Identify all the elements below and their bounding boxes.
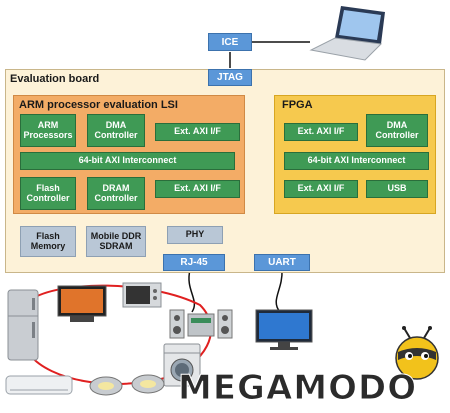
tv-icon (57, 285, 107, 322)
flash-memory-block: Flash Memory (20, 226, 76, 257)
laptop-icon (309, 6, 385, 61)
ice-block: ICE (208, 33, 252, 51)
flash-controller-block: Flash Controller (20, 177, 76, 210)
mobile-ddr-sdram-block: Mobile DDR SDRAM (86, 226, 146, 257)
lsi-title: ARM processor evaluation LSI (19, 99, 178, 111)
monitor-icon (255, 309, 313, 350)
watermark-text: MEGAMODO (177, 368, 418, 409)
washing-machine-icon (163, 343, 201, 387)
microwave-icon (122, 282, 162, 308)
board-title: Evaluation board (10, 73, 100, 85)
fpga-ext-axi-bottom-block: Ext. AXI I/F (284, 180, 358, 198)
fpga-title: FPGA (282, 99, 313, 111)
fpga-interconnect-block: 64-bit AXI Interconnect (284, 152, 429, 170)
rj45-block: RJ-45 (163, 254, 225, 271)
jtag-block: JTAG (208, 69, 252, 86)
phy-block: PHY (167, 226, 223, 244)
lsi-ext-axi-bottom-block: Ext. AXI I/F (155, 180, 240, 198)
audio-system-icon (169, 309, 233, 339)
bee-mascot-icon (395, 326, 439, 380)
uart-block: UART (254, 254, 310, 271)
fpga-ext-axi-top-block: Ext. AXI I/F (284, 123, 358, 141)
ceiling-light-icon (89, 374, 165, 396)
usb-block: USB (366, 180, 428, 198)
refrigerator-icon (7, 289, 39, 361)
lsi-ext-axi-top-block: Ext. AXI I/F (155, 123, 240, 141)
lsi-interconnect-block: 64-bit AXI Interconnect (20, 152, 235, 170)
lsi-dma-controller-block: DMA Controller (87, 114, 145, 147)
fpga-dma-controller-block: DMA Controller (366, 114, 428, 147)
arm-processors-block: ARM Processors (20, 114, 76, 147)
air-conditioner-icon (5, 375, 73, 395)
dram-controller-block: DRAM Controller (87, 177, 145, 210)
